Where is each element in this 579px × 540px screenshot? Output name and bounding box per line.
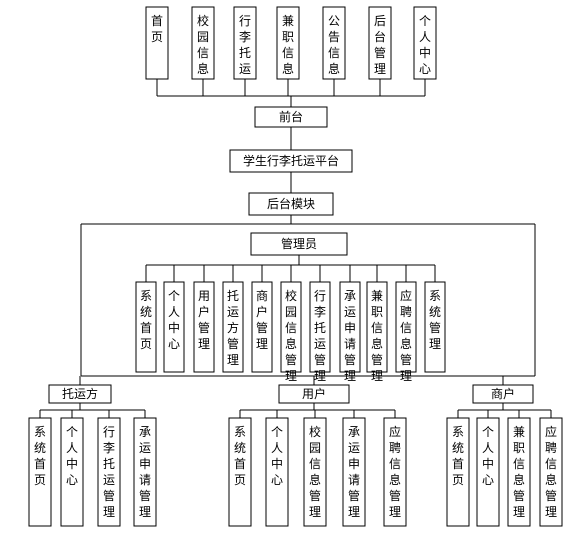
admin-module-6-box: [309, 281, 331, 373]
role-1-module-3-box: [342, 417, 366, 527]
role-0-module-2-label: 行李托运管理: [103, 425, 115, 519]
admin-module-5-label: 校园信息管理: [285, 288, 297, 383]
admin-module-7-label: 承运申请管理: [344, 289, 356, 383]
role-0-label: 托运方: [62, 386, 98, 401]
admin-module-0-label: 系统首页: [140, 289, 152, 351]
role-0-module-3-box: [133, 417, 157, 527]
front-page-2-label: 行李托运: [239, 14, 251, 76]
admin-module-1-label: 个人中心: [168, 289, 180, 351]
admin-module-4-label: 商户管理: [256, 288, 268, 351]
admin-module-8-label: 兼职信息管理: [371, 289, 383, 383]
role-1-module-4-box: [383, 417, 407, 527]
admin-module-3-label: 托运方管理: [227, 289, 239, 367]
role-1-module-2-label: 校园信息管理: [309, 424, 321, 519]
front-page-4-label: 公告信息: [328, 14, 340, 76]
admin-module-2-box: [193, 281, 215, 373]
role-2-module-3-box: [539, 417, 563, 527]
admin-module-6-label: 行李托运管理: [314, 289, 326, 383]
role-2-module-2-box: [507, 417, 531, 527]
role-1-module-1-label: 个人中心: [271, 425, 283, 487]
platform-node-label: 学生行李托运平台: [243, 153, 339, 168]
front-page-3-label: 兼职信息: [282, 14, 294, 76]
role-2-module-2-label: 兼职信息管理: [513, 425, 525, 519]
role-2-label: 商户: [491, 386, 515, 401]
role-0-module-0-box: [28, 417, 52, 527]
admin-module-1-box: [163, 281, 185, 373]
role-0-module-2-box: [97, 417, 121, 527]
admin-node-label: 管理员: [281, 236, 317, 251]
front-page-1-label: 校园信息: [197, 13, 209, 76]
admin-module-3-box: [222, 281, 244, 373]
role-1-module-1-box: [265, 417, 289, 527]
admin-module-10-label: 系统管理: [429, 289, 441, 351]
role-1-module-2-box: [303, 417, 327, 527]
front-page-5-label: 后台管理: [374, 14, 386, 76]
role-0-module-0-label: 系统首页: [34, 425, 46, 487]
backend-node-label: 后台模块: [267, 196, 315, 211]
role-2-module-3-label: 应聘信息管理: [545, 424, 557, 519]
admin-module-9-box: [395, 281, 417, 373]
front-page-0-label: 首页: [151, 14, 163, 44]
role-1-module-0-box: [228, 417, 252, 527]
role-2-module-1-label: 个人中心: [482, 425, 494, 487]
role-2-module-0-label: 系统首页: [452, 425, 464, 487]
role-1-module-0-label: 系统首页: [234, 425, 246, 487]
admin-module-5-box: [280, 281, 302, 373]
admin-module-0-box: [135, 281, 157, 373]
admin-module-8-box: [366, 281, 388, 373]
admin-module-2-label: 用户管理: [198, 289, 210, 351]
role-0-module-3-label: 承运申请管理: [139, 425, 151, 519]
role-1-module-3-label: 承运申请管理: [348, 425, 360, 519]
admin-module-7-box: [339, 281, 361, 373]
role-1-label: 用户: [302, 386, 326, 401]
role-0-module-1-label: 个人中心: [66, 425, 78, 487]
role-2-module-0-box: [446, 417, 470, 527]
role-1-module-4-label: 应聘信息管理: [389, 424, 401, 519]
admin-module-9-label: 应聘信息管理: [400, 288, 412, 383]
role-0-module-1-box: [60, 417, 84, 527]
front-node-label: 前台: [279, 109, 303, 124]
admin-module-4-box: [251, 281, 273, 373]
front-page-6-label: 个人中心: [419, 14, 431, 76]
admin-module-10-box: [424, 281, 446, 373]
role-2-module-1-box: [476, 417, 500, 527]
